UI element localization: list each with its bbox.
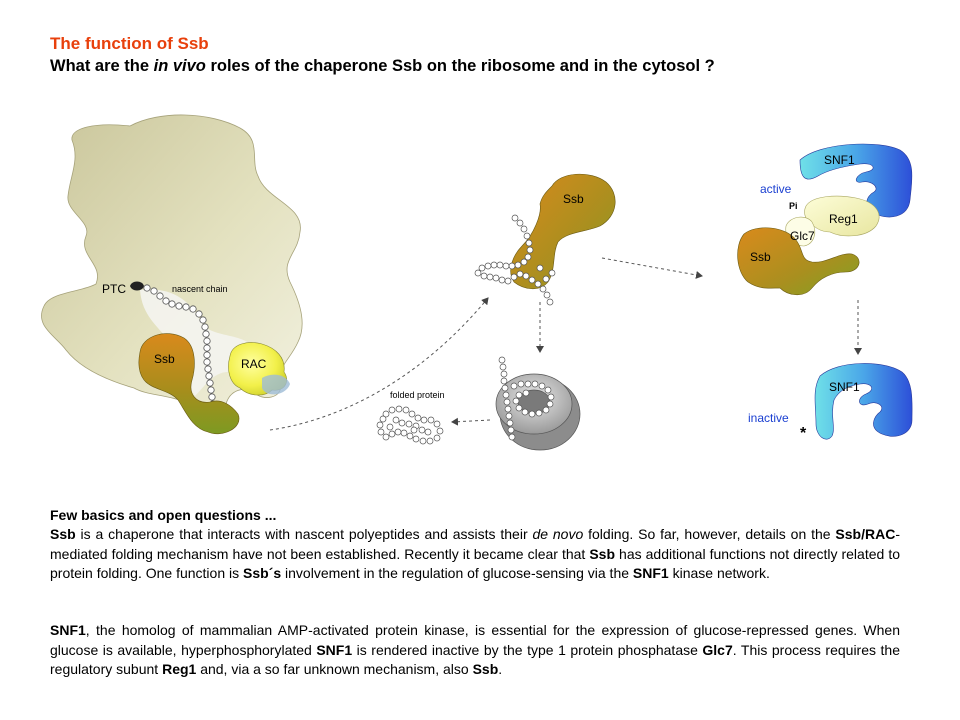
p1-t7: Ssb bbox=[589, 545, 616, 562]
snf1-inactive-label: SNF1 bbox=[829, 380, 860, 394]
p2-t4: is rendered inactive by the type 1 prote… bbox=[352, 641, 703, 658]
ssb-top-label: Ssb bbox=[563, 192, 584, 206]
p1-t10: involvement in the regulation of glucose… bbox=[281, 565, 633, 581]
ptc-label: PTC bbox=[102, 282, 126, 296]
page-subtitle: What are the in vivo roles of the chaper… bbox=[50, 57, 715, 76]
reg1-shape bbox=[804, 195, 880, 237]
p1-t2: is a chaperone that interacts with nasce… bbox=[75, 526, 533, 542]
folded-protein-label: folded protein bbox=[390, 390, 445, 400]
subtitle-emphasis: in vivo bbox=[153, 57, 206, 75]
page-title: The function of Ssb bbox=[50, 34, 209, 53]
subtitle-post: roles of the chaperone Ssb on the riboso… bbox=[205, 57, 715, 75]
p1-t1: Ssb bbox=[50, 526, 76, 542]
p1-t11: SNF1 bbox=[632, 565, 669, 581]
p1-t3: de novo bbox=[532, 526, 584, 542]
ssb-complex-shape bbox=[737, 227, 860, 296]
paragraph-1: Ssb is a chaperone that interacts with n… bbox=[50, 525, 900, 584]
snf1-inactive-shape bbox=[814, 363, 913, 440]
p1-t9: Ssb´s bbox=[243, 565, 282, 581]
ssb-ribosome-shape bbox=[138, 333, 240, 434]
p2-t3: SNF1 bbox=[316, 641, 353, 658]
arrow-to-ssb bbox=[269, 297, 489, 431]
arrow-to-complex bbox=[601, 257, 703, 279]
rac-blue-part bbox=[262, 374, 290, 395]
folded-protein-beads bbox=[376, 405, 444, 445]
p2-t5: Glc7 bbox=[702, 641, 733, 658]
p1-t12: kinase network. bbox=[668, 565, 770, 581]
subtitle-pre: What are the bbox=[50, 57, 154, 75]
p2-t1: SNF1 bbox=[50, 622, 86, 638]
ssb-ribosome-label: Ssb bbox=[154, 352, 175, 366]
p2-t6: . This process requires the regulatory s… bbox=[50, 641, 900, 678]
reg1-label: Reg1 bbox=[829, 212, 858, 226]
active-label: active bbox=[760, 182, 792, 196]
p1-t5: Ssb/RAC bbox=[835, 526, 896, 542]
nascent-chain-label: nascent chain bbox=[172, 284, 228, 294]
chain-barrel-beads bbox=[498, 356, 555, 441]
p1-t6: -mediated folding mechanism have not bee… bbox=[50, 526, 900, 562]
p2-t2: , the homolog of mammalian AMP-activated… bbox=[50, 622, 900, 658]
rac-label: RAC bbox=[241, 357, 267, 371]
p2-t10: . bbox=[498, 661, 503, 677]
chain-top-beads bbox=[474, 214, 556, 306]
pi-label: Pi bbox=[789, 201, 798, 211]
p2-t7: Reg1 bbox=[162, 661, 197, 677]
ssb-function-figure bbox=[41, 114, 913, 451]
inactive-label: inactive bbox=[748, 411, 789, 425]
glc7-label: Glc7 bbox=[790, 229, 815, 243]
phospho-star: * bbox=[800, 425, 807, 442]
ptc-marker bbox=[130, 281, 144, 291]
arrow-to-folded bbox=[451, 417, 491, 426]
ssb-top-shape bbox=[510, 173, 616, 290]
ssb-complex-label: Ssb bbox=[750, 250, 771, 264]
snf1-active-label: SNF1 bbox=[824, 153, 855, 167]
paragraph-2: SNF1, the homolog of mammalian AMP-activ… bbox=[50, 621, 900, 680]
p2-t9: Ssb bbox=[472, 661, 499, 677]
p2-t8: and, via a so far unknown mechanism, als… bbox=[196, 661, 473, 677]
section-heading: Few basics and open questions ... bbox=[50, 507, 277, 523]
snf1-active-shape bbox=[799, 143, 913, 218]
p1-t4: folding. So far, however, details on the bbox=[583, 526, 836, 542]
p1-t8: has additional functions not directly re… bbox=[50, 545, 900, 582]
